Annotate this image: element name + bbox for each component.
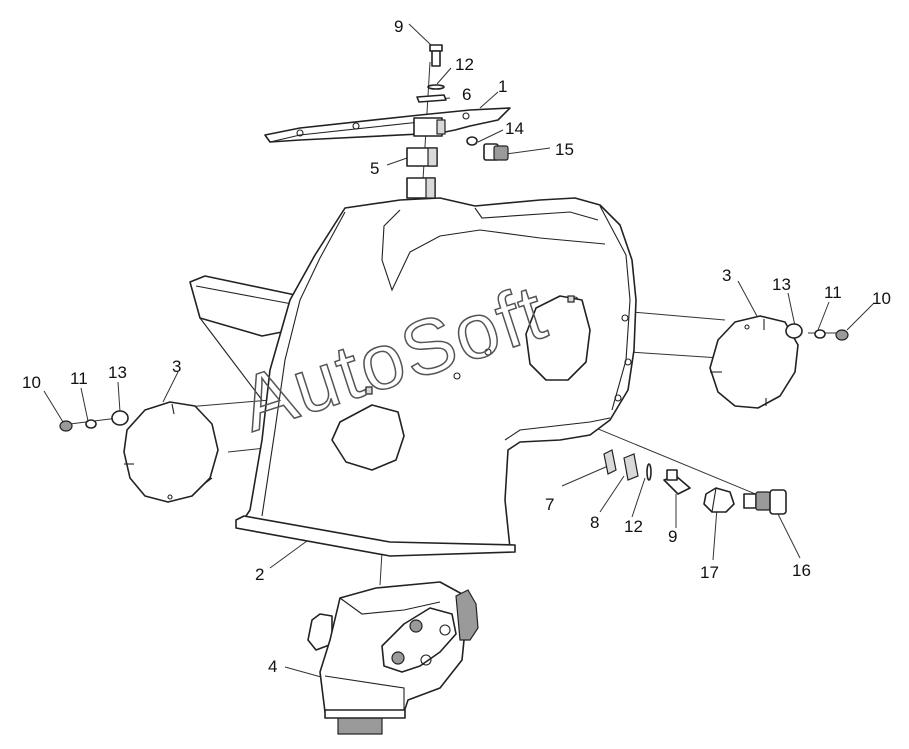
- housing-2: [189, 197, 637, 557]
- callout-6: 6: [462, 85, 471, 104]
- spacer-7: [603, 449, 617, 475]
- cover-3-right: [709, 315, 799, 409]
- cover-3-left: [123, 401, 219, 503]
- lockwasher-11-right: [814, 329, 826, 339]
- callout-7: 7: [545, 495, 554, 514]
- fitting-15: [483, 143, 509, 161]
- lockwasher-11-left: [85, 419, 97, 429]
- callout-3-left: 3: [172, 357, 181, 376]
- bolt-9-top: [429, 44, 443, 67]
- callout-9-bottom: 9: [668, 527, 677, 546]
- callout-10-left: 10: [22, 373, 41, 392]
- callout-12-bottom: 12: [624, 517, 643, 536]
- washer-12-top: [427, 84, 445, 90]
- callout-1: 1: [498, 77, 507, 96]
- callout-5: 5: [370, 159, 379, 178]
- callout-13-left: 13: [108, 363, 127, 382]
- callout-17: 17: [700, 563, 719, 582]
- bracket-1: [264, 107, 511, 143]
- bushing-5: [406, 147, 438, 167]
- callout-3-right: 3: [722, 266, 731, 285]
- washer-13-right: [785, 323, 803, 339]
- callout-8: 8: [590, 513, 599, 532]
- plate-6: [416, 94, 447, 103]
- callouts: 9 12 1 6 14 15 5 3 13 11 10 10 11 13 3 7…: [22, 17, 891, 676]
- callout-11-left: 11: [70, 369, 88, 388]
- bolt-9-bottom: [663, 469, 691, 495]
- callout-11-right: 11: [824, 283, 842, 302]
- nut-10-right: [835, 329, 849, 341]
- callout-16: 16: [792, 561, 811, 580]
- callout-12-top: 12: [455, 55, 474, 74]
- plate-8: [623, 453, 639, 481]
- callout-13-right: 13: [772, 275, 791, 294]
- nut-10-left: [59, 420, 73, 432]
- fitting-16: [743, 489, 787, 515]
- gearbox-4: [307, 581, 479, 735]
- nut-17: [703, 487, 735, 513]
- callout-15: 15: [555, 140, 574, 159]
- callout-10-right: 10: [872, 289, 891, 308]
- washer-13-left: [111, 410, 129, 426]
- callout-14: 14: [505, 119, 524, 138]
- callout-9-top: 9: [394, 17, 403, 36]
- washer-14: [466, 136, 478, 146]
- shaft-collar: [406, 177, 436, 199]
- callout-2: 2: [255, 565, 264, 584]
- callout-4: 4: [268, 657, 277, 676]
- washer-12-bottom: [646, 463, 652, 481]
